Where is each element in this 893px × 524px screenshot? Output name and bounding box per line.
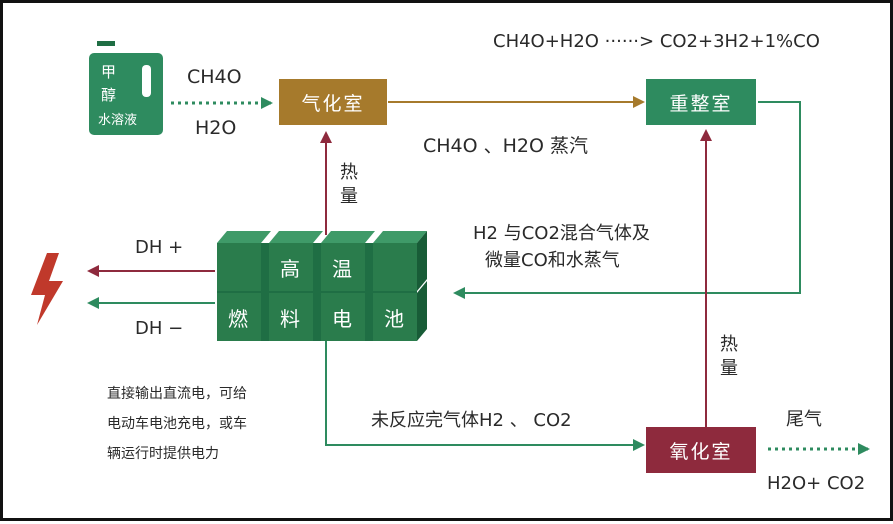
reformer-box: 重整室	[646, 79, 756, 125]
description-line-3: 辆运行时提供电力	[107, 446, 219, 462]
exhaust-products-label: H2O+ CO2	[767, 473, 866, 494]
methanol-label-2: 醇	[101, 86, 117, 104]
input-ch4o: CH4O	[187, 66, 242, 88]
heat-label-lower: 热量	[720, 334, 738, 379]
mixed-gas-label-2: 微量CO和水蒸气	[485, 250, 620, 271]
mixed-gas-label-1: H2 与CO2混合气体及	[473, 223, 650, 244]
fuel-cell-char-6: 池	[384, 307, 404, 331]
methanol-label-1: 甲	[101, 63, 117, 81]
reaction-equation: CH4O+H2O ······> CO2+3H2+1%CO	[493, 31, 820, 52]
heat-label-upper: 热量	[340, 162, 358, 207]
exhaust-label: 尾气	[786, 409, 822, 430]
vapor-label: CH4O 、H2O 蒸汽	[423, 135, 589, 157]
connector-layer	[31, 41, 870, 455]
oxidizer-box: 氧化室	[646, 427, 756, 473]
lightning-icon	[31, 253, 63, 325]
description-line-1: 直接输出直流电，可给	[107, 386, 247, 402]
vaporizer-box: 气化室	[279, 79, 387, 125]
description-line-2: 电动车电池充电，或车	[107, 416, 247, 432]
input-h2o: H2O	[195, 117, 237, 139]
fuel-cell-block	[217, 231, 427, 341]
fuel-cell-char-4: 料	[280, 307, 300, 331]
unreacted-gas-label: 未反应完气体H2 、 CO2	[371, 410, 572, 431]
fuel-cell-char-5: 电	[332, 307, 352, 331]
methanol-bottle-icon	[89, 41, 163, 135]
fuel-cell-char-2: 温	[332, 257, 352, 281]
dc-minus-label: DH −	[135, 318, 184, 339]
fuel-cell-char-3: 燃	[228, 307, 248, 331]
arrow-fuelcell-to-oxidizer	[325, 341, 645, 451]
dc-plus-label: DH +	[135, 237, 184, 258]
arrow-reformer-to-fuelcell	[453, 101, 801, 299]
fuel-cell-char-1: 高	[280, 257, 300, 281]
methanol-label-3: 水溶液	[98, 113, 138, 128]
